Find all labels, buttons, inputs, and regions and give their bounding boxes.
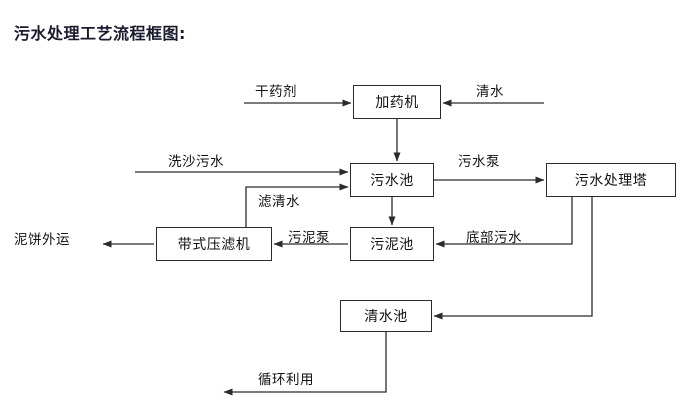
terminal-label-mud-cake-out: 泥饼外运: [14, 232, 70, 248]
node-dosing-machine[interactable]: 加药机: [353, 85, 441, 119]
node-belt-filter-press-label: 带式压滤机: [177, 237, 251, 253]
node-dosing-machine-label: 加药机: [375, 95, 419, 111]
edge-label-sand-wash-water: 洗沙污水: [168, 154, 224, 170]
edge-label-dry-chemical: 干药剂: [255, 84, 297, 100]
edge-tower-to-clean-water-pool: [433, 197, 593, 320]
node-treatment-tower[interactable]: 污水处理塔: [546, 163, 676, 197]
node-sludge-pool[interactable]: 污泥池: [350, 227, 434, 261]
node-wastewater-pool[interactable]: 污水池: [350, 163, 434, 197]
node-sludge-pool-label: 污泥池: [370, 237, 414, 253]
node-wastewater-pool-label: 污水池: [370, 173, 414, 189]
node-treatment-tower-label: 污水处理塔: [574, 173, 648, 189]
page-title: 污水处理工艺流程框图:: [14, 24, 186, 43]
edge-label-sludge-pump: 污泥泵: [288, 230, 330, 246]
edge-bottom-wastewater-to-sludge-pool: [435, 197, 573, 248]
node-clean-water-pool[interactable]: 清水池: [340, 300, 432, 332]
edge-label-bottom-wastewater: 底部污水: [466, 230, 522, 246]
edge-label-clean-water-inlet: 清水: [476, 84, 504, 100]
edge-label-recycle-reuse: 循环利用: [258, 372, 314, 388]
edge-clean-water-pool-to-recycle: [223, 332, 387, 396]
edge-label-filtered-water: 滤清水: [258, 194, 300, 210]
edge-filtered-water-to-wastewater-pool: [245, 183, 349, 227]
edge-label-wastewater-pump: 污水泵: [458, 154, 500, 170]
node-belt-filter-press[interactable]: 带式压滤机: [156, 227, 272, 261]
node-clean-water-pool-label: 清水池: [364, 309, 408, 325]
